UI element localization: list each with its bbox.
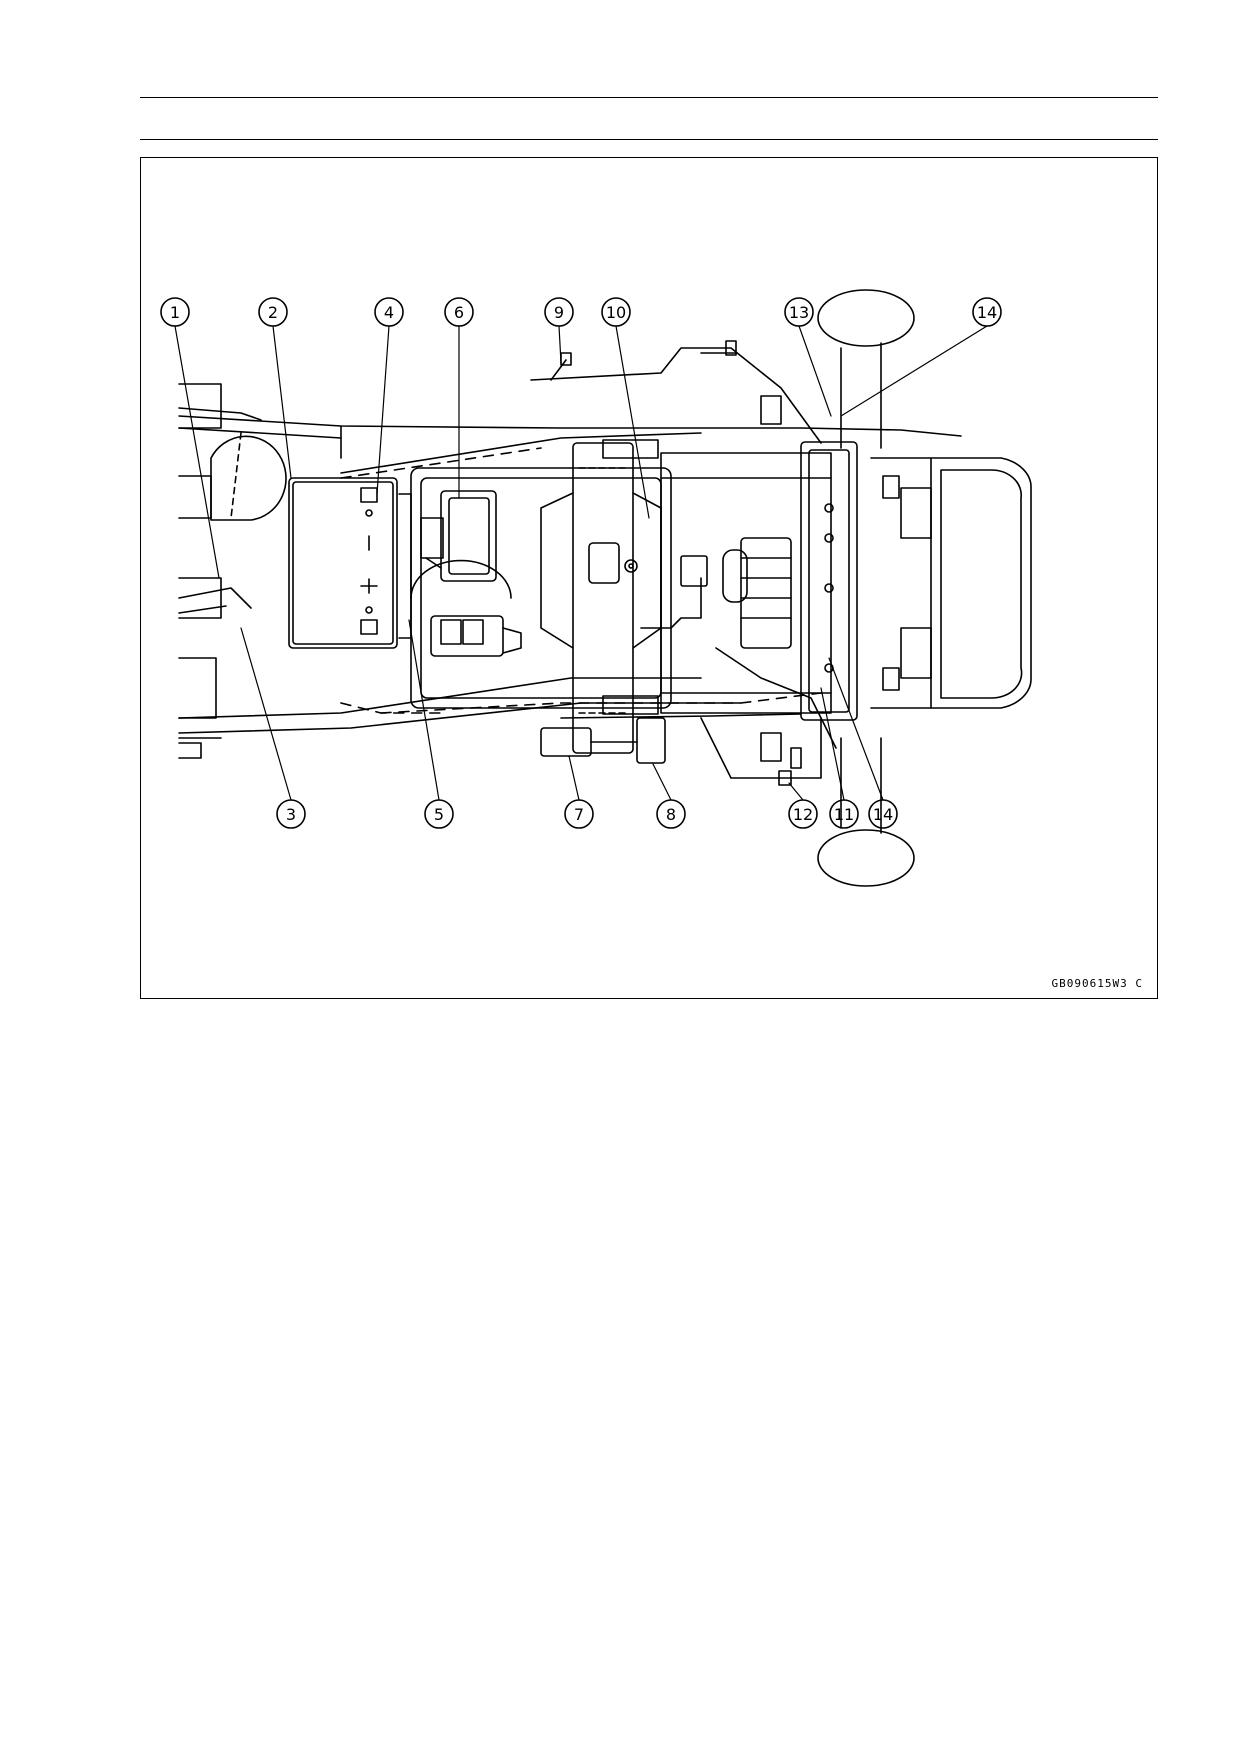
callout-8: 8: [666, 805, 676, 824]
leader-lines: [174, 325, 988, 801]
tail-light: [870, 457, 1032, 709]
tail-bracket: [760, 395, 858, 762]
left-frame-section: [178, 383, 262, 759]
callout-4: 4: [384, 303, 394, 322]
header-rule: [140, 139, 1158, 140]
callout-9: 9: [554, 303, 564, 322]
relay-box: [410, 467, 672, 709]
callout-7: 7: [574, 805, 584, 824]
turn-signals: [817, 289, 915, 887]
figure-code: GB090615W3 C: [1051, 977, 1143, 990]
callout-1: 1: [170, 303, 180, 322]
callout-14-top: 14: [977, 303, 997, 322]
seat-bracket: [540, 442, 662, 754]
frame-rails: [178, 415, 962, 734]
callout-3: 3: [286, 805, 296, 824]
callout-2: 2: [268, 303, 278, 322]
callout-13: 13: [789, 303, 809, 322]
callout-10: 10: [606, 303, 626, 322]
callout-circles: [160, 297, 1002, 829]
callout-12: 12: [793, 805, 813, 824]
harness: [530, 340, 837, 786]
callout-11: 11: [834, 805, 854, 824]
frame-drawing: 1 2 4 6 9 10 13 14 3 5 7 8 12 11 14: [160, 289, 1032, 887]
tank-cap: [210, 432, 287, 521]
callout-6: 6: [454, 303, 464, 322]
rear-compartment: [602, 439, 832, 715]
callout-5: 5: [434, 805, 444, 824]
callout-14-bottom: 14: [873, 805, 893, 824]
wiring-figure: 1 2 4 6 9 10 13 14 3 5 7 8 12 11 14 GB09…: [140, 157, 1158, 999]
top-rule: [140, 97, 1158, 98]
battery: [288, 477, 412, 649]
